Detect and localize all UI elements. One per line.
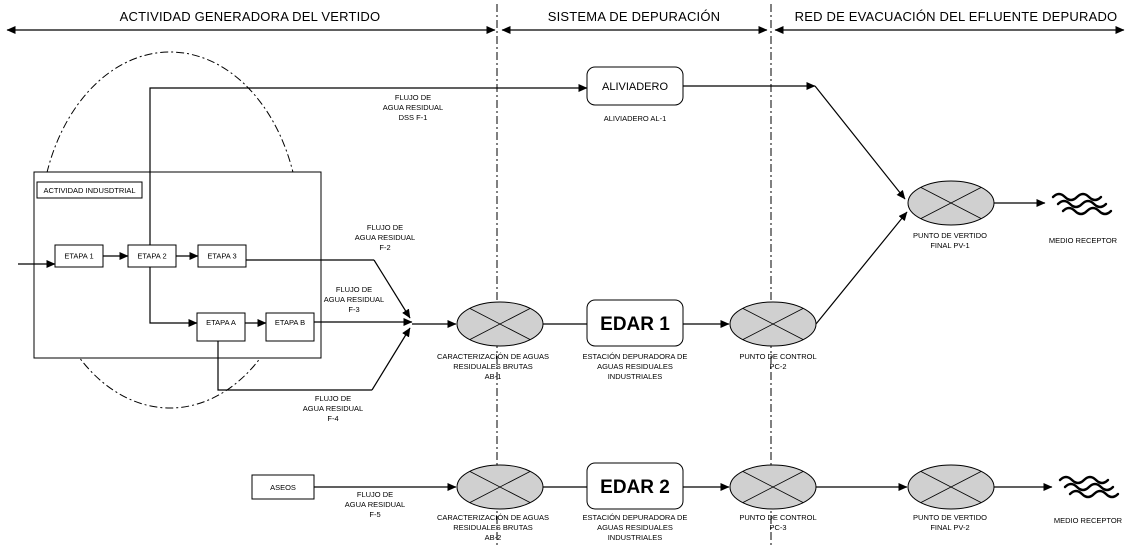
aseos-label: ASEOS bbox=[270, 483, 296, 492]
etapa-a-label: ETAPA A bbox=[206, 318, 236, 327]
ab2-label-3: AB-2 bbox=[485, 533, 502, 542]
header-middle: SISTEMA DE DEPURACIÓN bbox=[548, 9, 721, 24]
flow-f5-label-1: FLUJO DE bbox=[357, 490, 393, 499]
pc2-label-1: PUNTO DE CONTROL bbox=[739, 352, 816, 361]
aliviadero-label: ALIVIADERO bbox=[602, 81, 668, 93]
edar2-label: EDAR 2 bbox=[600, 477, 670, 498]
pv2-label-1: PUNTO DE VERTIDO bbox=[913, 513, 987, 522]
header-left: ACTIVIDAD GENERADORA DEL VERTIDO bbox=[120, 9, 381, 24]
etapa-1-label: ETAPA 1 bbox=[64, 252, 93, 261]
flow-f3-label-2: AGUA RESIDUAL bbox=[324, 295, 384, 304]
water-waves-icon bbox=[1058, 475, 1120, 499]
etapa-b-label: ETAPA B bbox=[275, 318, 305, 327]
pv2-label-2: FINAL PV-2 bbox=[930, 523, 969, 532]
edar1-caption-1: ESTACIÓN DEPURADORA DE bbox=[583, 352, 688, 361]
ab1-label-3: AB-1 bbox=[485, 372, 502, 381]
arrow-pc2-pv1 bbox=[815, 211, 908, 325]
edar2-caption-1: ESTACIÓN DEPURADORA DE bbox=[583, 513, 688, 522]
etapa-2-label: ETAPA 2 bbox=[137, 252, 166, 261]
receptor1-label: MEDIO RECEPTOR bbox=[1049, 236, 1118, 245]
ab1-label-2: RESIDUALES BRUTAS bbox=[453, 362, 532, 371]
pc2-node bbox=[729, 301, 817, 347]
ab2-label-2: RESIDUALES BRUTAS bbox=[453, 523, 532, 532]
pc2-label-2: PC-2 bbox=[769, 362, 786, 371]
pv1-node bbox=[907, 180, 995, 226]
pc3-label-2: PC-3 bbox=[769, 523, 786, 532]
arrow-etapa2-etapaa bbox=[149, 267, 198, 327]
flow-dss-label-3: DSS F-1 bbox=[399, 113, 428, 122]
activity-title-box bbox=[36, 181, 143, 199]
water-waves-icon bbox=[1051, 192, 1113, 216]
flow-dss-line bbox=[149, 84, 588, 245]
pc3-label-1: PUNTO DE CONTROL bbox=[739, 513, 816, 522]
ab1-label-1: CARACTERIZACIÓN DE AGUAS bbox=[437, 352, 549, 361]
edar2-caption-2: AGUAS RESIDUALES bbox=[597, 523, 673, 532]
pv1-label-2: FINAL PV-1 bbox=[930, 241, 969, 250]
flow-dss-label-2: AGUA RESIDUAL bbox=[383, 103, 443, 112]
flow-f2-label-2: AGUA RESIDUAL bbox=[355, 233, 415, 242]
ab2-node bbox=[456, 464, 544, 510]
receptor2-label: MEDIO RECEPTOR bbox=[1054, 516, 1123, 525]
etapa-3-label: ETAPA 3 bbox=[207, 252, 236, 261]
edar2-box bbox=[586, 462, 684, 510]
edar1-caption-2: AGUAS RESIDUALES bbox=[597, 362, 673, 371]
flow-f2-diagonal bbox=[373, 259, 411, 319]
edar2-caption-3: INDUSTRIALES bbox=[608, 533, 663, 542]
flow-dss-label-1: FLUJO DE bbox=[395, 93, 431, 102]
arrow-to-pv1-top bbox=[814, 85, 906, 200]
edar1-caption-3: INDUSTRIALES bbox=[608, 372, 663, 381]
edar1-box bbox=[586, 299, 684, 347]
flow-f3-label-1: FLUJO DE bbox=[336, 285, 372, 294]
flow-f5-label-2: AGUA RESIDUAL bbox=[345, 500, 405, 509]
flow-f4-diagonal bbox=[371, 327, 411, 391]
ab1-node bbox=[456, 301, 544, 347]
ab2-label-1: CARACTERIZACIÓN DE AGUAS bbox=[437, 513, 549, 522]
flow-f2-label-3: F-2 bbox=[379, 243, 390, 252]
flow-f4-line bbox=[217, 341, 372, 391]
edar1-label: EDAR 1 bbox=[600, 314, 670, 335]
pv1-label-1: PUNTO DE VERTIDO bbox=[913, 231, 987, 240]
activity-title: ACTIVIDAD INDUSDTRIAL bbox=[43, 186, 135, 195]
pv2-node bbox=[907, 464, 995, 510]
etapa-b-box bbox=[265, 312, 315, 342]
flow-f3-label-3: F-3 bbox=[348, 305, 359, 314]
pc3-node bbox=[729, 464, 817, 510]
flow-f4-label-2: AGUA RESIDUAL bbox=[303, 404, 363, 413]
flow-f2-label-1: FLUJO DE bbox=[367, 223, 403, 232]
flow-f5-label-3: F-5 bbox=[369, 510, 380, 519]
header-right: RED DE EVACUACIÓN DEL EFLUENTE DEPURADO bbox=[795, 9, 1118, 24]
etapa-a-box bbox=[196, 312, 246, 342]
flow-f4-label-3: F-4 bbox=[327, 414, 338, 423]
aliviadero-caption: ALIVIADERO AL-1 bbox=[604, 114, 667, 123]
flow-f4-label-1: FLUJO DE bbox=[315, 394, 351, 403]
